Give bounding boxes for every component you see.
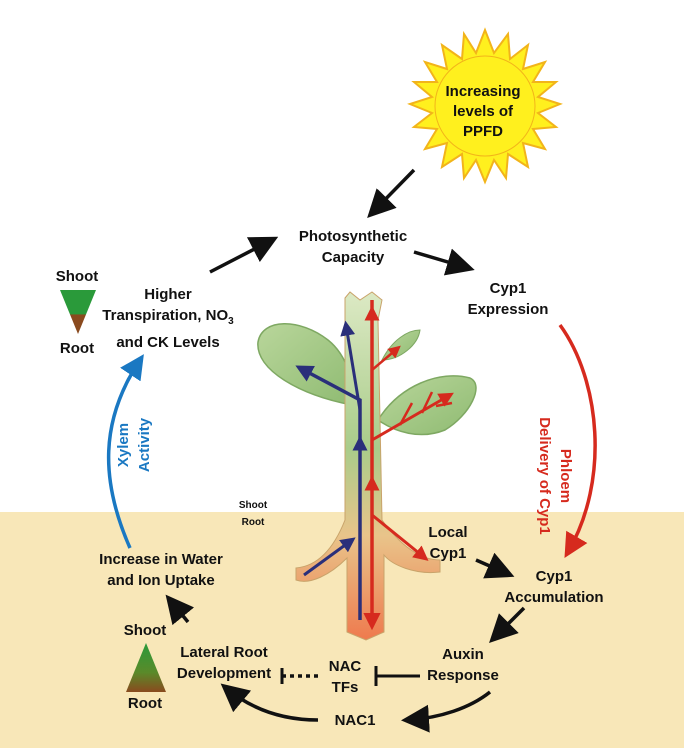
water-ion-uptake-label: Increase in Water and Ion Uptake	[99, 551, 223, 589]
cyp1-expression-label: Cyp1 Expression	[467, 280, 549, 318]
nac1-label: NAC1	[334, 712, 376, 729]
ratio-top-root-label: Root	[59, 340, 95, 357]
inhibition-arrow	[374, 666, 420, 686]
ratio-bottom-root-label: Root	[127, 695, 163, 712]
nac-tfs-label: NAC TFs	[328, 658, 362, 696]
arrow-auxin-to-nac1	[401, 690, 492, 733]
shoot-root-ratio-top-icon	[60, 290, 96, 334]
plant-illustration	[257, 291, 477, 641]
sun-label: Increasing levels of PPFD	[445, 83, 521, 140]
arrow-photosynthetic-to-cyp1	[413, 248, 475, 276]
arrow-nac1-to-lateral-root	[220, 683, 319, 722]
arrow-accumulation-to-auxin	[489, 606, 526, 643]
local-cyp1-label: Local Cyp1	[428, 524, 468, 562]
phloem-delivery-label: Phloem Delivery of Cyp1	[536, 417, 574, 535]
xylem-activity-arrow	[106, 354, 144, 549]
lateral-root-development-label: Lateral Root Development	[176, 644, 272, 682]
xylem-activity-label: Xylem Activity	[115, 417, 153, 473]
photosynthetic-capacity-label: Photosynthetic Capacity	[298, 228, 408, 266]
shoot-root-ratio-bottom-icon	[126, 643, 166, 692]
boundary-shoot-label: Shoot	[238, 500, 268, 511]
arrow-local-to-accumulation	[475, 552, 515, 579]
higher-transpiration-label: Higher Transpiration, NO3 and CK Levels	[102, 286, 234, 351]
ratio-bottom-shoot-label: Shoot	[123, 622, 167, 639]
arrow-lateral-to-water	[165, 594, 195, 626]
phloem-delivery-arrow	[558, 323, 597, 559]
auxin-response-label: Auxin Response	[427, 646, 499, 684]
cyp1-accumulation-label: Cyp1 Accumulation	[504, 568, 604, 606]
sun-icon	[407, 27, 563, 185]
arrow-sun-to-photosynthetic	[367, 168, 416, 219]
ratio-top-shoot-label: Shoot	[55, 268, 99, 285]
boundary-root-label: Root	[241, 517, 265, 528]
arrow-transpiration-to-photosynthetic	[209, 236, 279, 274]
